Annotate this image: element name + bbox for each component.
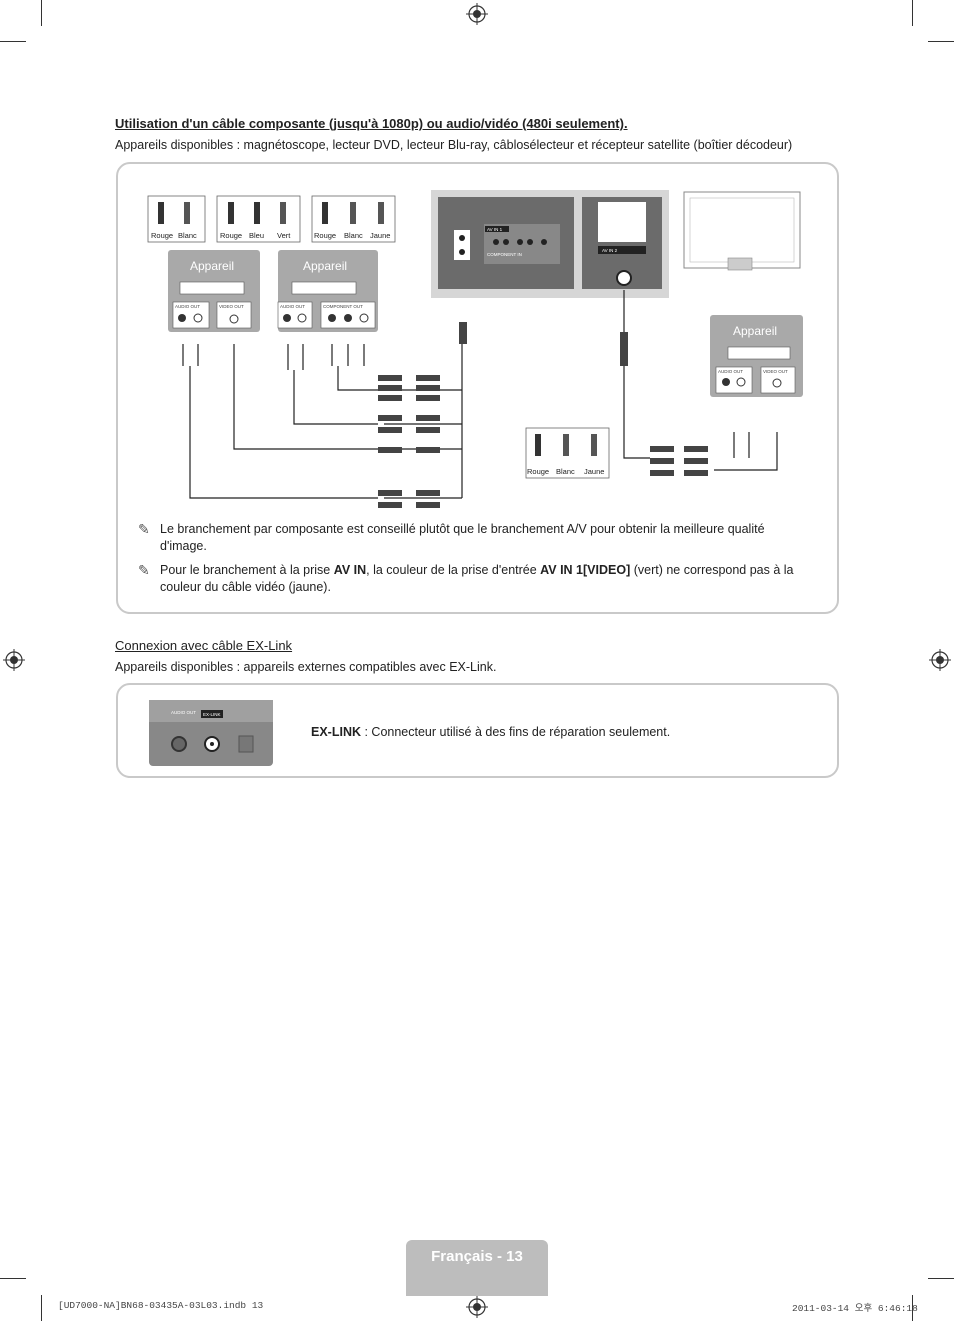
port-label: AV IN 1 (487, 227, 503, 232)
registration-mark-icon (929, 649, 951, 671)
note-2: ✎ Pour le branchement à la prise AV IN, … (138, 562, 818, 594)
port-label: AUDIO OUT (175, 304, 200, 309)
section1-title: Utilisation d'un câble composante (jusqu… (115, 116, 628, 131)
plug-label: Rouge (527, 467, 549, 476)
crop-mark (41, 1295, 42, 1321)
plug-group-av-bottom: Rouge Blanc Jaune (525, 427, 610, 479)
note-pencil-icon: ✎ (138, 521, 150, 537)
device-box-2: Appareil AUDIO OUT COMPONENT OUT (277, 250, 378, 332)
note-pencil-icon: ✎ (138, 562, 150, 578)
note-bold: AV IN 1[VIDEO] (540, 563, 631, 577)
device-label: Appareil (303, 259, 347, 273)
registration-mark-icon (466, 3, 488, 25)
crop-mark (0, 1278, 26, 1279)
page-number: Français - 13 (431, 1248, 523, 1265)
exlink-port-illustration: AUDIO OUT EX-LINK (149, 700, 273, 766)
plug-label: Jaune (584, 467, 604, 476)
cables (182, 290, 778, 499)
note-text-part: Pour le branchement à la prise (160, 563, 334, 577)
plug-label: Blanc (556, 467, 575, 476)
plug-label: Rouge (220, 231, 242, 240)
connection-diagram: Rouge Blanc Rouge Bleu Vert Rouge Blanc … (147, 190, 803, 508)
crop-mark (0, 41, 26, 42)
port-label: AUDIO OUT (280, 304, 305, 309)
plug-label: Blanc (344, 231, 363, 240)
port-label: AUDIO OUT (171, 710, 196, 715)
registration-mark-icon (3, 649, 25, 671)
crop-mark (928, 1278, 954, 1279)
plug-label: Bleu (249, 231, 264, 240)
plug-label: Blanc (178, 231, 197, 240)
crop-mark (912, 0, 913, 26)
crop-mark (912, 1295, 913, 1321)
exlink-description: EX-LINK : Connecteur utilisé à des fins … (311, 725, 670, 739)
port-label: VIDEO OUT (219, 304, 244, 309)
plug-group-audio: Rouge Blanc (147, 195, 206, 243)
port-label: AUDIO OUT (718, 369, 743, 374)
port-label: EX-LINK (203, 712, 221, 717)
plug-label: Jaune (370, 231, 390, 240)
note-text: Le branchement par composante est consei… (160, 522, 765, 553)
plug-group-component: Rouge Bleu Vert (216, 195, 301, 243)
plug-group-av: Rouge Blanc Jaune (311, 195, 396, 243)
port-label: COMPONENT OUT (323, 304, 363, 309)
registration-mark-icon (466, 1296, 488, 1318)
section2-title: Connexion avec câble EX-Link (115, 638, 293, 653)
note-text-part: (vert) ne correspond pas à la couleur du… (160, 563, 794, 594)
tv-sketch (683, 191, 801, 271)
port-label: COMPONENT IN (487, 252, 522, 257)
section1-devices-text: Appareils disponibles : magnétoscope, le… (115, 138, 793, 152)
file-info: [UD7000-NA]BN68-03435A-03L03.indb 13 (58, 1300, 264, 1311)
note-1: ✎ Le branchement par composante est cons… (138, 521, 818, 553)
plug-label: Rouge (151, 231, 173, 240)
page-number-tab: Français - 13 (406, 1240, 548, 1296)
cable-plugs (378, 322, 708, 508)
plug-label: Rouge (314, 231, 336, 240)
plug-label: Vert (277, 231, 291, 240)
crop-mark (928, 41, 954, 42)
crop-mark (41, 0, 42, 26)
exlink-bold: EX-LINK (311, 725, 361, 739)
note-text-part: , la couleur de la prise d'entrée (366, 563, 541, 577)
device-label: Appareil (733, 324, 777, 338)
device-label: Appareil (190, 259, 234, 273)
device-box-1: Appareil AUDIO OUT VIDEO OUT (168, 250, 260, 332)
port-label: VIDEO OUT (763, 369, 788, 374)
note-text: Pour le branchement à la prise AV IN, la… (160, 562, 812, 596)
tv-back-panel: AV IN 1 COMPONENT IN AV IN 2 (431, 190, 669, 298)
exlink-desc-text: : Connecteur utilisé à des fins de répar… (361, 725, 671, 739)
section2-devices-text: Appareils disponibles : appareils extern… (115, 660, 497, 674)
port-label: AV IN 2 (602, 248, 618, 253)
note-bold: AV IN (333, 563, 367, 577)
device-box-3: Appareil AUDIO OUT VIDEO OUT (710, 315, 803, 397)
timestamp: 2011-03-14 오후 6:46:18 (792, 1303, 918, 1314)
